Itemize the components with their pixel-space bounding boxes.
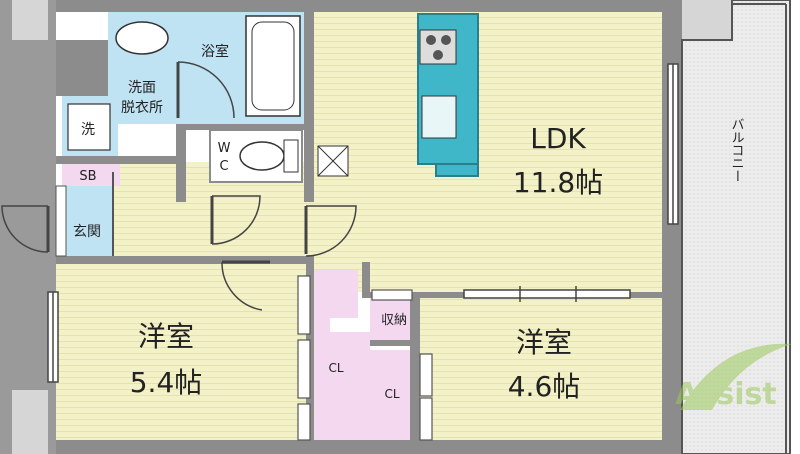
closets [314, 270, 416, 440]
storage-name: 収納 [381, 313, 407, 328]
ldk-size: 11.8帖 [513, 166, 603, 199]
western-2-size: 4.6帖 [508, 370, 581, 403]
watermark-text: Assist [675, 377, 776, 412]
room-western-1 [56, 262, 306, 440]
fixtures [55, 13, 479, 257]
closet-2 [370, 350, 416, 440]
western-2-name: 洋室 [516, 326, 572, 359]
closet-1-name: CL [328, 361, 343, 375]
washer-name: 洗 [81, 122, 95, 138]
toilet-line2: C [219, 159, 228, 174]
room-shoe-box [62, 164, 120, 186]
western-1-size: 5.4帖 [130, 366, 203, 399]
toilet-line1: W [218, 141, 231, 156]
room-ldk [314, 12, 662, 292]
closet-2-name: CL [384, 387, 399, 401]
doors [1, 61, 357, 311]
watermark: Assist [675, 343, 792, 412]
washroom-line2: 脱衣所 [121, 100, 163, 116]
balcony-name: バルコニー [729, 118, 745, 183]
ldk-name: LDK [530, 122, 586, 155]
washing-machine-icon [67, 103, 111, 151]
bath-name: 浴室 [201, 43, 229, 60]
structure-walls [0, 0, 732, 454]
closet-1 [314, 270, 370, 440]
room-western-2 [420, 296, 662, 440]
shoe-box-name: SB [79, 169, 96, 184]
washroom-line1: 洗面 [128, 80, 156, 96]
closet-doors [297, 275, 433, 441]
entrance-name: 玄関 [73, 223, 101, 240]
balcony [681, 0, 791, 454]
washbasin-icon [115, 21, 169, 55]
windows [47, 63, 679, 383]
storage [370, 296, 416, 342]
sink-icon [421, 95, 457, 139]
toilet-icon [239, 141, 285, 171]
western-1-name: 洋室 [138, 320, 194, 353]
room-labels: LDK 11.8帖 洋室 5.4帖 洋室 4.6帖 浴室 洗面 脱衣所 洗 W … [73, 43, 744, 403]
